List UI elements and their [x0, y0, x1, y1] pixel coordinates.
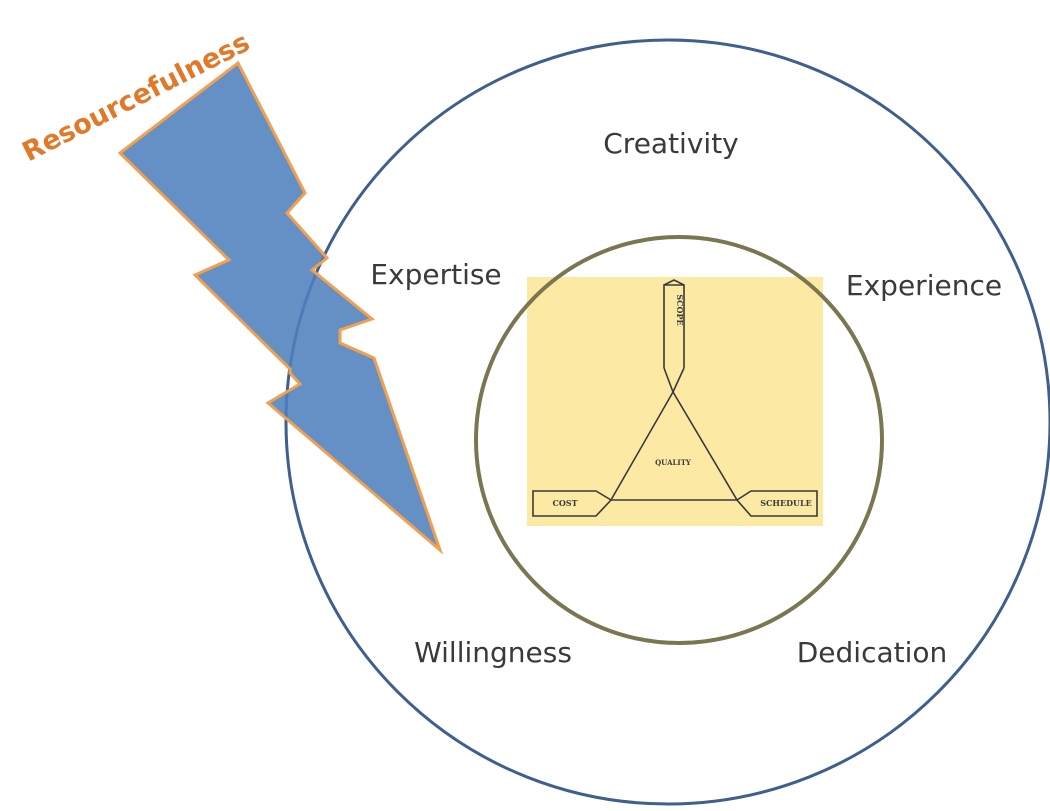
- outer-circle: [284, 38, 1050, 806]
- triangle-left-label: COST: [552, 498, 577, 508]
- label-willingness: Willingness: [414, 636, 572, 669]
- triangle-right-label: SCHEDULE: [760, 498, 811, 508]
- label-expertise: Expertise: [370, 258, 501, 291]
- label-creativity: Creativity: [603, 127, 739, 160]
- inner-circle: [474, 235, 884, 645]
- label-dedication: Dedication: [797, 636, 948, 669]
- project-triangle-panel: [527, 277, 823, 526]
- label-experience: Experience: [846, 269, 1002, 302]
- project-triangle: [532, 279, 818, 517]
- triangle-top-label: SCOPE: [675, 294, 685, 325]
- triangle-center-label: QUALITY: [655, 458, 692, 467]
- lightning-bolt-icon: [117, 60, 444, 555]
